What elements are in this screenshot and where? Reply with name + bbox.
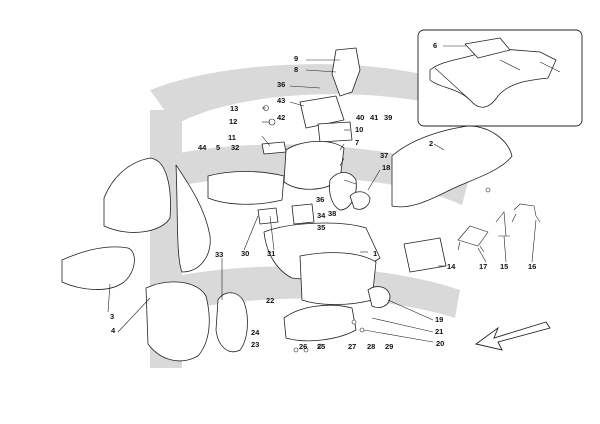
callout-15: 15 xyxy=(500,262,508,271)
callout-40: 40 xyxy=(356,113,364,122)
central-console-parts xyxy=(207,47,513,342)
callout-39: 39 xyxy=(384,113,392,122)
callout-25: 25 xyxy=(317,342,325,351)
right-brackets xyxy=(457,203,541,253)
leader-lines xyxy=(107,59,537,343)
callout-labels: 1 2 3 4 5 6 7 8 9 10 11 12 13 14 15 16 1… xyxy=(110,41,536,351)
callout-1: 1 xyxy=(373,249,377,258)
callout-30: 30 xyxy=(241,249,249,258)
callout-43: 43 xyxy=(277,96,285,105)
callout-36b: 36 xyxy=(316,195,324,204)
direction-arrow xyxy=(474,321,551,351)
callout-18: 18 xyxy=(382,163,390,172)
callout-2: 2 xyxy=(429,139,433,148)
callout-13: 13 xyxy=(230,104,238,113)
callout-20: 20 xyxy=(436,339,444,348)
callout-11: 11 xyxy=(228,133,236,142)
callout-10: 10 xyxy=(355,125,363,134)
callout-5: 5 xyxy=(216,143,220,152)
callout-6: 6 xyxy=(433,41,437,50)
callout-19: 19 xyxy=(435,315,443,324)
callout-33: 33 xyxy=(215,250,223,259)
callout-9: 9 xyxy=(294,54,298,63)
callout-37: 37 xyxy=(380,151,388,160)
callout-24: 24 xyxy=(251,328,260,337)
callout-44: 44 xyxy=(198,143,207,152)
callout-3: 3 xyxy=(110,312,114,321)
watermark-arc-upper xyxy=(150,64,460,125)
callout-42: 42 xyxy=(277,113,285,122)
left-trim-panels xyxy=(61,157,248,362)
callout-16: 16 xyxy=(528,262,536,271)
callout-4: 4 xyxy=(111,326,116,335)
callout-8: 8 xyxy=(294,65,298,74)
callout-17: 17 xyxy=(479,262,487,271)
callout-31: 31 xyxy=(267,249,275,258)
callout-41: 41 xyxy=(370,113,378,122)
callout-35: 35 xyxy=(317,223,325,232)
callout-23: 23 xyxy=(251,340,259,349)
detail-inset xyxy=(417,29,583,127)
callout-29: 29 xyxy=(385,342,393,351)
callout-21: 21 xyxy=(435,327,443,336)
callout-32: 32 xyxy=(231,143,239,152)
callout-7: 7 xyxy=(355,138,359,147)
callout-27: 27 xyxy=(348,342,356,351)
callout-28: 28 xyxy=(367,342,375,351)
callout-14: 14 xyxy=(447,262,456,271)
callout-26: 26 xyxy=(299,342,307,351)
callout-22: 22 xyxy=(266,296,274,305)
callout-34: 34 xyxy=(317,211,326,220)
callout-36a: 36 xyxy=(277,80,285,89)
callout-38: 38 xyxy=(328,209,336,218)
callout-12: 12 xyxy=(229,117,237,126)
